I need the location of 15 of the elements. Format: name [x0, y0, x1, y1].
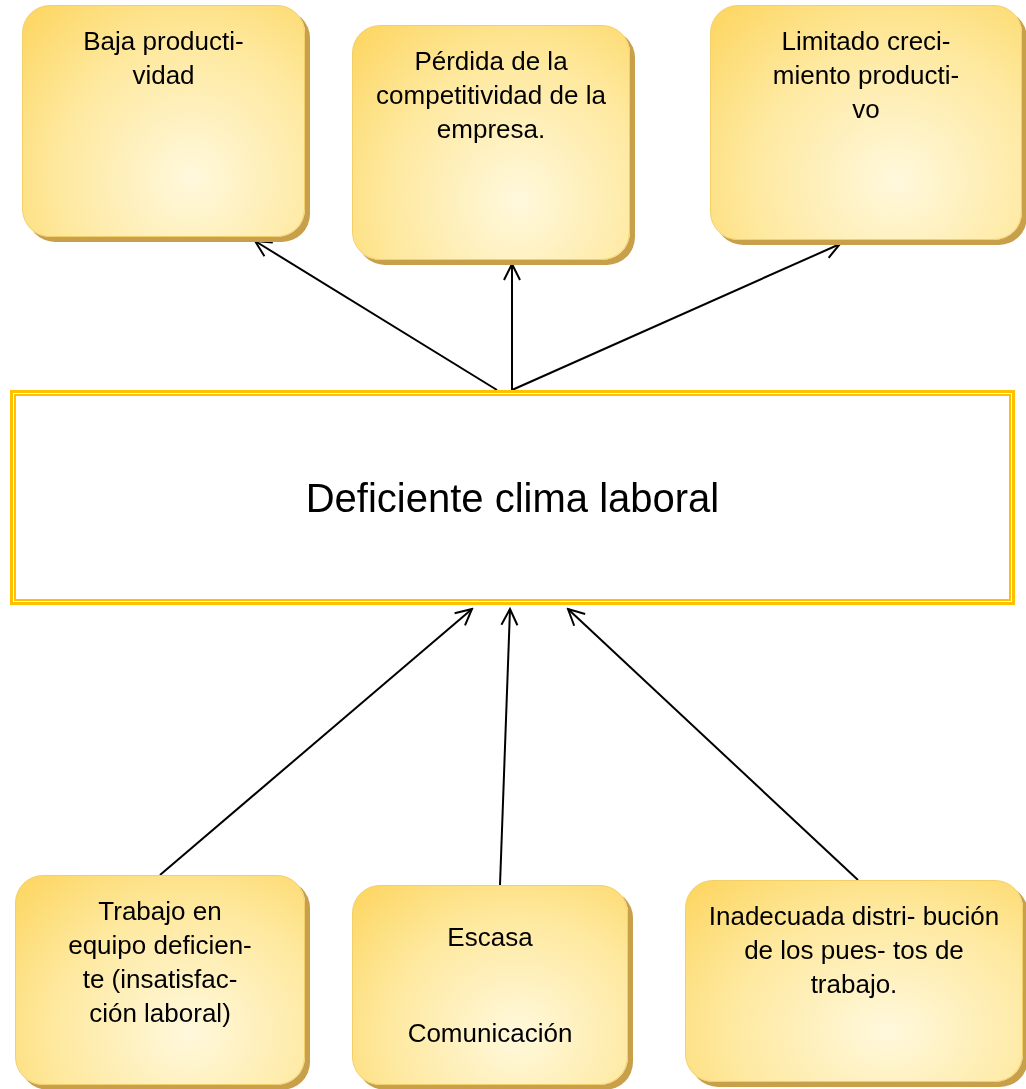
box-text: Limitado creci- miento producti- vo	[771, 25, 961, 126]
arrow	[254, 240, 498, 391]
box-text: Inadecuada distri- bución de los pues- tos de trabajo.	[707, 900, 1001, 1001]
box-text: Comunicación	[406, 1017, 574, 1050]
box-text: Pérdida de la competitividad de la empresa.	[376, 45, 606, 146]
box-text: Trabajo en equipo deficien- te (insatisfac- ción laboral)	[67, 895, 253, 1030]
box-text: Escasa	[446, 921, 534, 954]
arrow	[503, 263, 521, 391]
box-text: Baja producti- vidad	[82, 25, 245, 92]
box-text: Deficiente clima laboral	[305, 474, 720, 522]
arrow	[159, 608, 473, 876]
arrow	[567, 608, 859, 881]
problem-box	[10, 390, 1015, 605]
arrow	[499, 608, 519, 886]
arrow	[511, 242, 841, 391]
